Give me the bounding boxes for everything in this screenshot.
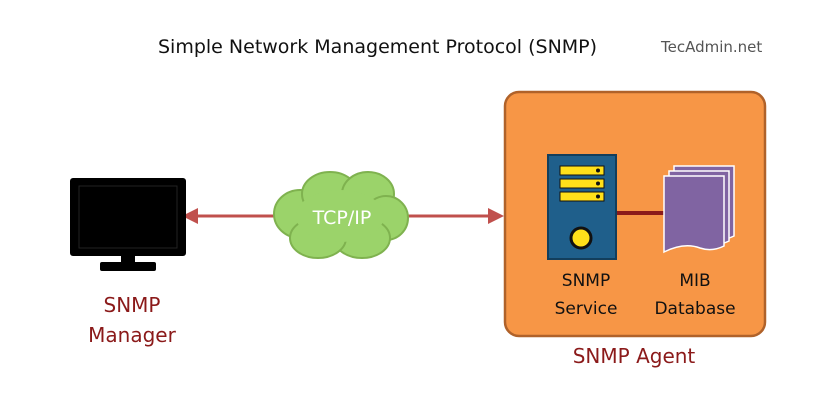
service-label-line1: SNMP [561,271,611,291]
server-icon [547,154,617,260]
cloud-icon [273,171,409,259]
manager-label-line2: Manager [88,323,176,347]
document-stack-icon [663,165,735,254]
service-label: SNMP Service [540,267,632,323]
monitor-icon [70,178,186,271]
service-label-line2: Service [554,299,618,319]
mib-label: MIB Database [645,267,745,323]
manager-label: SNMP Manager [70,290,194,350]
manager-label-line1: SNMP [103,293,161,317]
network-label: TCP/IP [312,207,372,229]
mib-label-line2: Database [654,299,736,319]
watermark: TecAdmin.net [661,38,763,56]
mib-label-line1: MIB [679,271,711,291]
agent-label: SNMP Agent [572,344,696,368]
connection-arrow [182,208,504,224]
diagram-title: Simple Network Management Protocol (SNMP… [158,36,598,58]
